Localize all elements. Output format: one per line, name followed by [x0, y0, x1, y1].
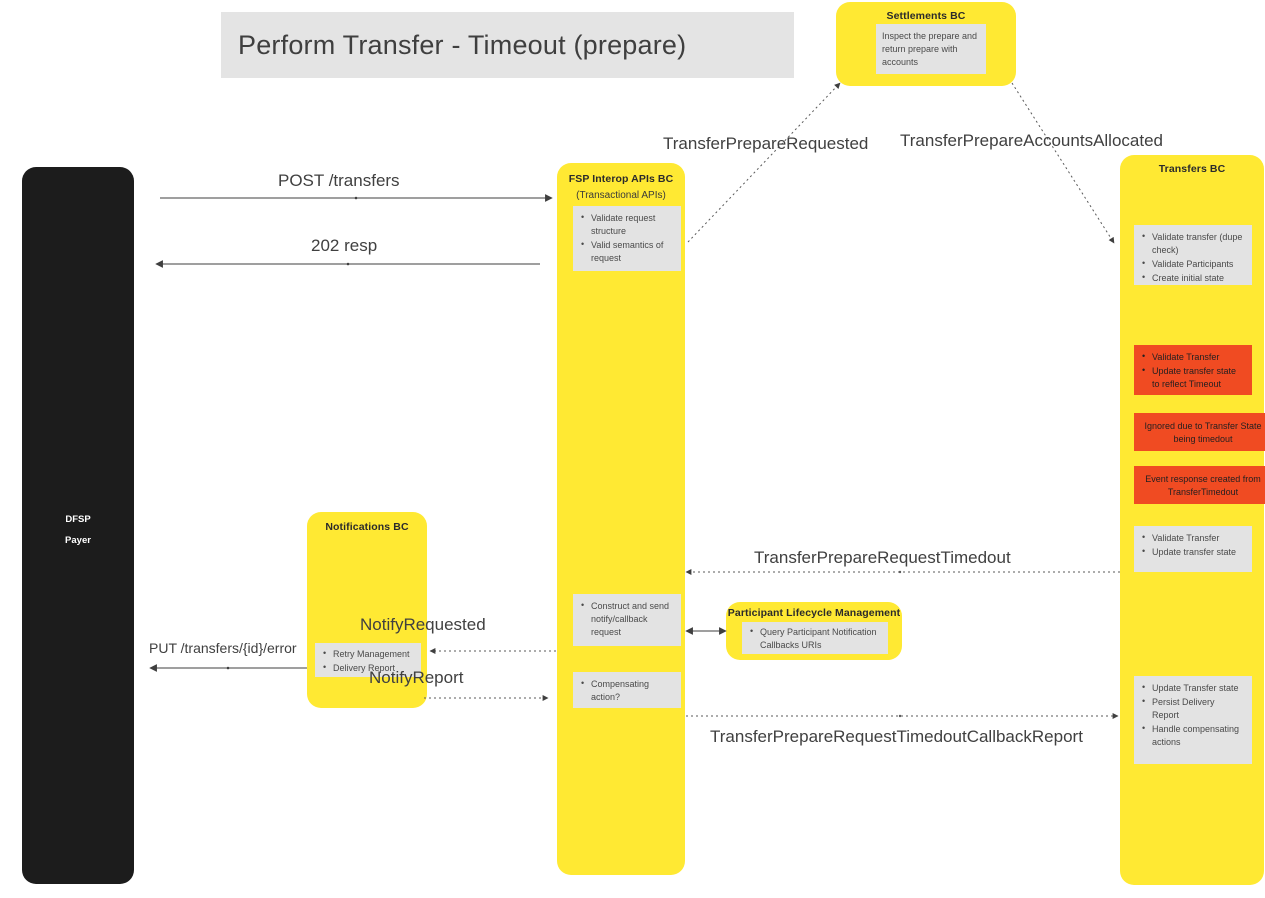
lane-notifications-title: Notifications BC	[325, 521, 409, 533]
label-notify-requested: NotifyRequested	[360, 615, 486, 634]
box-fsp-compensate-item-0: Compensating action?	[581, 677, 673, 704]
box-transfers-validate-item-1: Validate Participants	[1142, 257, 1244, 271]
lane-plm-title: Participant Lifecycle Management	[727, 607, 901, 619]
label-202-resp: 202 resp	[311, 236, 378, 255]
box-settlements-inspect: Inspect the prepare and return prepare w…	[876, 24, 986, 74]
box-notifications-retry-item-0: Retry Management	[323, 647, 417, 661]
lane-transfers-title: Transfers BC	[1158, 163, 1226, 175]
arrow-transfer-prepare-request-timedout	[685, 569, 1120, 575]
label-transfer-prepare-requested: TransferPrepareRequested	[663, 134, 869, 153]
lane-dfsp-sub: Payer	[65, 535, 91, 546]
arrow-202-resp	[155, 260, 540, 268]
arrow-transfer-prepare-requested	[687, 82, 841, 243]
lane-settlements-title: Settlements BC	[886, 10, 966, 22]
lane-dfsp-label: DFSP Payer	[22, 509, 134, 551]
box-transfers-update-item-0: Validate Transfer	[1142, 531, 1244, 545]
lane-dfsp-payer: DFSP Payer	[22, 167, 134, 884]
lane-notifications-bc: Notifications BC Retry Management Delive…	[307, 512, 427, 708]
box-transfers-persist-item-0: Update Transfer state	[1142, 681, 1244, 695]
box-fsp-construct: Construct and send notify/callback reque…	[573, 594, 681, 646]
box-fsp-construct-item-0: Construct and send notify/callback reque…	[581, 599, 673, 639]
lane-fsp-title: FSP Interop APIs BC	[568, 173, 674, 185]
box-transfers-validate: Validate transfer (dupe check) Validate …	[1134, 225, 1252, 285]
box-transfers-ignored-text: Ignored due to Transfer State being time…	[1144, 421, 1262, 444]
box-notifications-retry-item-1: Delivery Report	[323, 661, 417, 675]
box-transfers-validate-item-2: Create initial state	[1142, 271, 1244, 285]
arrow-post-transfers	[160, 194, 553, 202]
box-transfers-update: Validate Transfer Update transfer state	[1134, 526, 1252, 572]
lane-fsp-subtitle: (Transactional APIs)	[576, 190, 666, 201]
box-transfers-event-response: Event response created from TransferTime…	[1134, 466, 1265, 504]
label-transfer-prepare-request-timedout: TransferPrepareRequestTimedout	[754, 548, 1011, 567]
lane-settlements-bc: Settlements BC Inspect the prepare and r…	[836, 2, 1016, 86]
box-transfers-ignored: Ignored due to Transfer State being time…	[1134, 413, 1265, 451]
lane-participant-lifecycle-management: Participant Lifecycle Management Query P…	[726, 602, 902, 660]
arrow-transfer-prepare-accounts-allocated	[1011, 82, 1115, 244]
box-plm-query: Query Participant Notification Callbacks…	[742, 622, 888, 654]
box-fsp-validate-item-1: Valid semantics of request	[581, 238, 673, 265]
box-plm-query-item-0: Query Participant Notification Callbacks…	[750, 625, 884, 652]
box-transfers-timeout: Validate Transfer Update transfer state …	[1134, 345, 1252, 395]
lane-dfsp-name: DFSP	[65, 514, 91, 525]
box-transfers-timeout-item-0: Validate Transfer	[1142, 350, 1244, 364]
arrow-put-transfers-error	[149, 664, 307, 672]
lane-fsp-interop-bc: FSP Interop APIs BC (Transactional APIs)…	[557, 163, 685, 875]
box-notifications-retry: Retry Management Delivery Report	[315, 643, 421, 677]
box-transfers-persist-item-2: Handle compensating actions	[1142, 722, 1244, 749]
label-post-transfers: POST /transfers	[278, 171, 400, 190]
label-transfer-prepare-accounts-allocated: TransferPrepareAccountsAllocated	[900, 131, 1164, 150]
box-fsp-compensate: Compensating action?	[573, 672, 681, 708]
arrow-transfer-prepare-request-timedout-callback-report	[686, 713, 1119, 719]
box-transfers-event-response-text: Event response created from TransferTime…	[1145, 474, 1261, 497]
label-transfer-prepare-request-timedout-callback-report: TransferPrepareRequestTimedoutCallbackRe…	[710, 727, 1083, 746]
title-banner: Perform Transfer - Timeout (prepare)	[221, 12, 794, 78]
page-title: Perform Transfer - Timeout (prepare)	[238, 29, 687, 60]
box-settlements-inspect-text: Inspect the prepare and return prepare w…	[882, 31, 978, 67]
box-transfers-validate-item-0: Validate transfer (dupe check)	[1142, 230, 1244, 257]
lane-transfers-bc: Transfers BC Validate transfer (dupe che…	[1120, 155, 1265, 885]
box-fsp-validate-item-0: Validate request structure	[581, 211, 673, 238]
box-transfers-update-item-1: Update transfer state	[1142, 545, 1244, 559]
box-transfers-timeout-item-1: Update transfer state to reflect Timeout	[1142, 364, 1244, 391]
box-transfers-persist-item-1: Persist Delivery Report	[1142, 695, 1244, 722]
label-put-transfers-error: PUT /transfers/{id}/error	[149, 640, 297, 656]
label-notify-report: NotifyReport	[369, 668, 464, 687]
box-transfers-persist: Update Transfer state Persist Delivery R…	[1134, 676, 1252, 764]
box-fsp-validate: Validate request structure Valid semanti…	[573, 206, 681, 271]
